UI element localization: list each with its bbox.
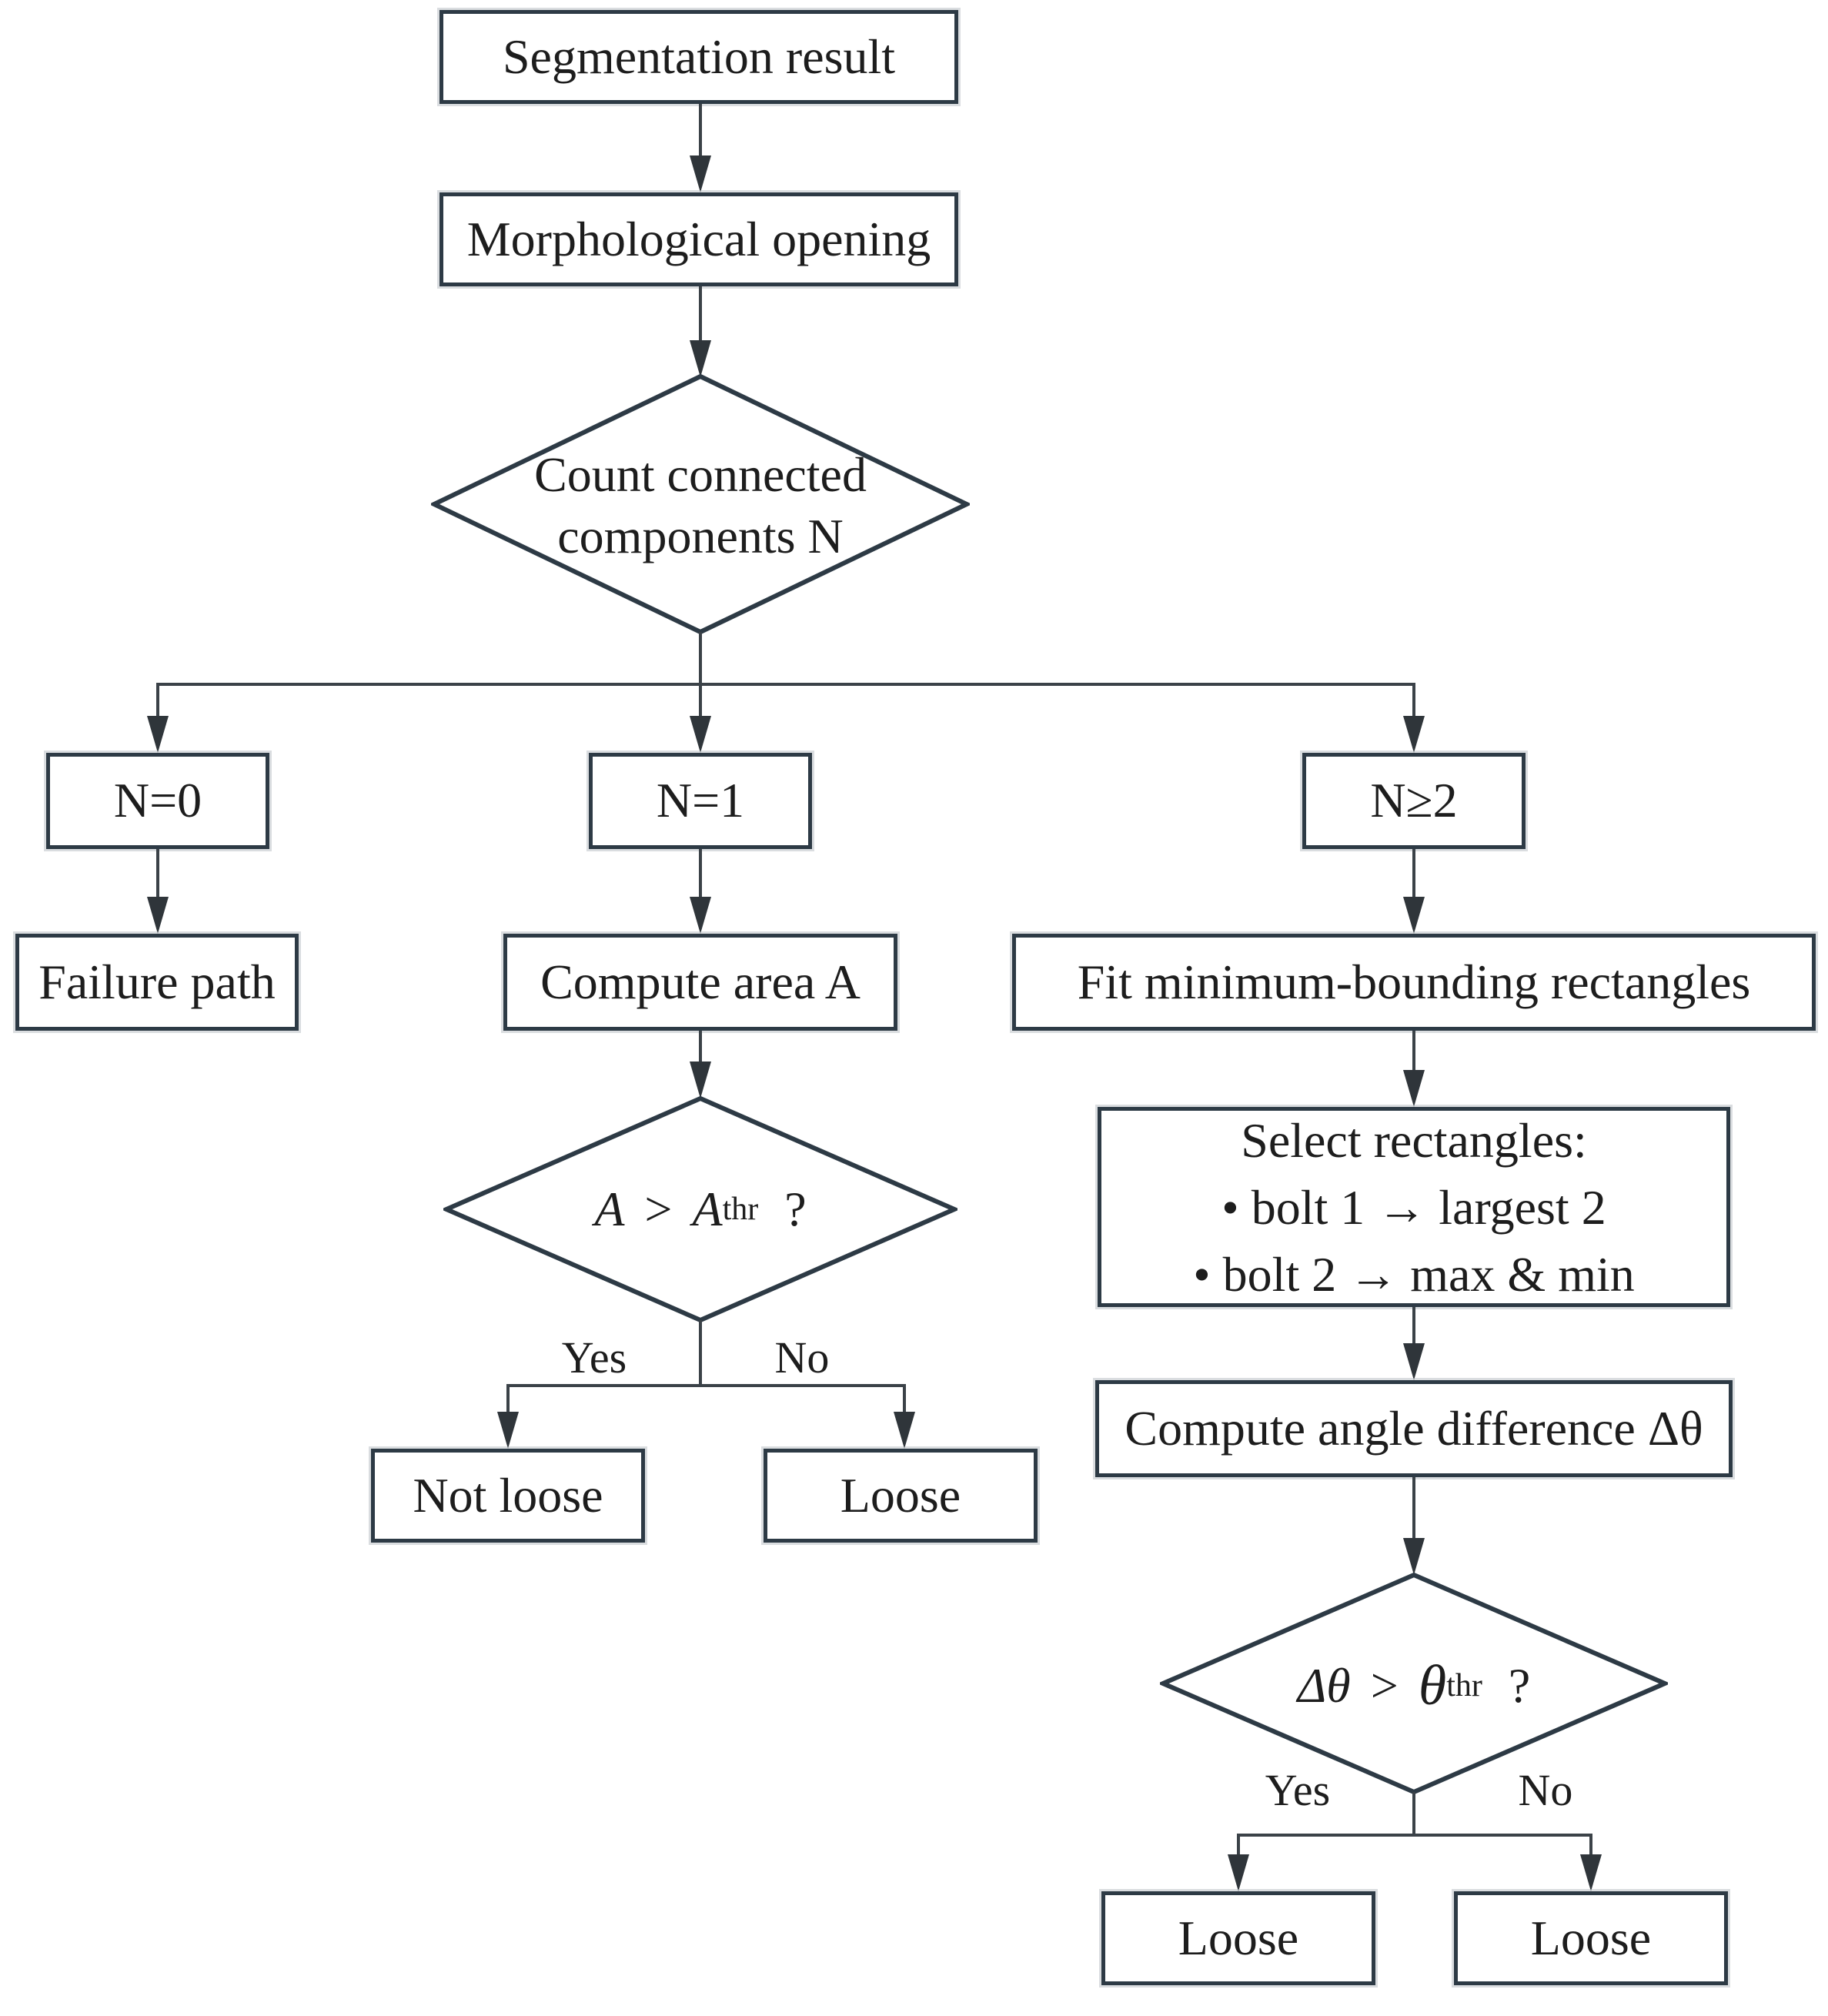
node-loose-angle-yes: Loose: [1101, 1891, 1375, 1985]
node-select-rectangles: Select rectangles: • bolt 1 → largest 2 …: [1098, 1107, 1730, 1307]
edge-label-angle-no: No: [1518, 1765, 1573, 1815]
node-not-loose: Not loose: [371, 1449, 645, 1543]
edge-area-yes-arrowhead: [497, 1412, 519, 1449]
angle-decision-operator: >: [1370, 1658, 1399, 1713]
node-n-geq-2: N≥2: [1302, 753, 1526, 849]
not-loose-label: Not loose: [413, 1467, 603, 1523]
edge-split-to-n0-arrowhead: [147, 716, 169, 753]
select-rectangles-bullet-1: • bolt 1 → largest 2: [1221, 1179, 1606, 1235]
split-count-horizontal-line: [156, 683, 1415, 686]
failure-path-label: Failure path: [38, 954, 276, 1009]
edge-split-to-n2-arrowhead: [1403, 716, 1425, 753]
n-geq-2-label: N≥2: [1370, 773, 1458, 828]
edge-split-to-n0-line: [156, 686, 159, 716]
area-decision-lhs: A: [594, 1182, 625, 1236]
loose-angle-no-label: Loose: [1530, 1910, 1652, 1965]
count-components-line1: Count connected: [534, 447, 867, 502]
loose-angle-yes-label: Loose: [1178, 1910, 1299, 1965]
edge-label-angle-yes: Yes: [1265, 1765, 1331, 1815]
area-decision-question-mark: ?: [784, 1182, 807, 1236]
morphological-opening-label: Morphological opening: [466, 211, 931, 266]
edge-fit-to-select-arrowhead: [1403, 1070, 1425, 1107]
edge-angle-yes-line: [1237, 1837, 1240, 1854]
split-angle-stem-line: [1412, 1792, 1415, 1834]
edge-n2-to-fit-arrowhead: [1403, 897, 1425, 934]
split-area-horizontal-line: [506, 1384, 906, 1387]
edge-angle-to-decision-arrowhead: [1403, 1538, 1425, 1575]
edge-fit-to-select-line: [1412, 1031, 1415, 1070]
edge-split-to-n1-line: [699, 686, 702, 716]
split-count-stem-line: [699, 632, 702, 683]
node-loose-angle-no: Loose: [1454, 1891, 1728, 1985]
split-angle-horizontal-line: [1237, 1834, 1592, 1837]
count-components-line2: components N: [557, 509, 844, 563]
decision-count-components: Count connected components N: [470, 444, 931, 567]
edge-angle-yes-arrowhead: [1228, 1854, 1249, 1891]
edge-area-yes-line: [506, 1387, 510, 1412]
node-failure-path: Failure path: [15, 934, 299, 1031]
compute-area-label: Compute area A: [540, 954, 861, 1009]
n-equals-1-label: N=1: [656, 773, 745, 828]
node-n-equals-0: N=0: [46, 753, 269, 849]
edge-seg-to-morph-line: [699, 104, 702, 155]
node-fit-rectangles: Fit minimum-bounding rectangles: [1012, 934, 1816, 1031]
node-compute-angle-difference: Compute angle difference Δθ: [1095, 1380, 1733, 1477]
edge-area-no-arrowhead: [894, 1412, 915, 1449]
edge-area-no-line: [903, 1387, 906, 1412]
edge-select-to-angle-arrowhead: [1403, 1343, 1425, 1380]
select-rectangles-bullet-2: • bolt 2 → max & min: [1193, 1246, 1635, 1302]
edge-morph-to-count-arrowhead: [690, 340, 711, 377]
node-morphological-opening: Morphological opening: [439, 192, 958, 286]
edge-area-to-decision-arrowhead: [690, 1061, 711, 1098]
split-area-stem-line: [699, 1320, 702, 1384]
node-segmentation-result: Segmentation result: [439, 10, 958, 104]
edge-label-area-no: No: [774, 1332, 830, 1382]
angle-decision-lhs: Δθ: [1297, 1658, 1351, 1713]
compute-angle-difference-label: Compute angle difference Δθ: [1125, 1400, 1703, 1456]
fit-rectangles-label: Fit minimum-bounding rectangles: [1077, 954, 1751, 1009]
edge-n1-to-area-line: [699, 849, 702, 897]
node-loose-area-branch: Loose: [764, 1449, 1038, 1543]
edge-seg-to-morph-arrowhead: [690, 155, 711, 192]
n-equals-0-label: N=0: [113, 773, 202, 828]
node-compute-area: Compute area A: [503, 934, 897, 1031]
angle-decision-threshold: θ: [1418, 1653, 1447, 1717]
area-decision-threshold: A: [692, 1182, 723, 1236]
segmentation-result-label: Segmentation result: [502, 28, 896, 84]
area-decision-operator: >: [644, 1182, 673, 1236]
edge-angle-no-arrowhead: [1580, 1854, 1602, 1891]
edge-area-to-decision-line: [699, 1031, 702, 1061]
edge-n0-to-failure-arrowhead: [147, 897, 169, 934]
edge-morph-to-count-line: [699, 286, 702, 340]
edge-label-area-yes: Yes: [561, 1332, 627, 1382]
edge-n1-to-area-arrowhead: [690, 897, 711, 934]
loose-area-branch-label: Loose: [840, 1467, 961, 1523]
angle-decision-question-mark: ?: [1508, 1658, 1531, 1713]
node-n-equals-1: N=1: [589, 753, 812, 849]
edge-split-to-n2-line: [1412, 686, 1415, 716]
edge-angle-to-decision-line: [1412, 1477, 1415, 1538]
edge-split-to-n1-arrowhead: [690, 716, 711, 753]
edge-angle-no-line: [1589, 1837, 1592, 1854]
edge-n2-to-fit-line: [1412, 849, 1415, 897]
edge-n0-to-failure-line: [156, 849, 159, 897]
edge-select-to-angle-line: [1412, 1307, 1415, 1343]
select-rectangles-title: Select rectangles:: [1241, 1112, 1587, 1168]
